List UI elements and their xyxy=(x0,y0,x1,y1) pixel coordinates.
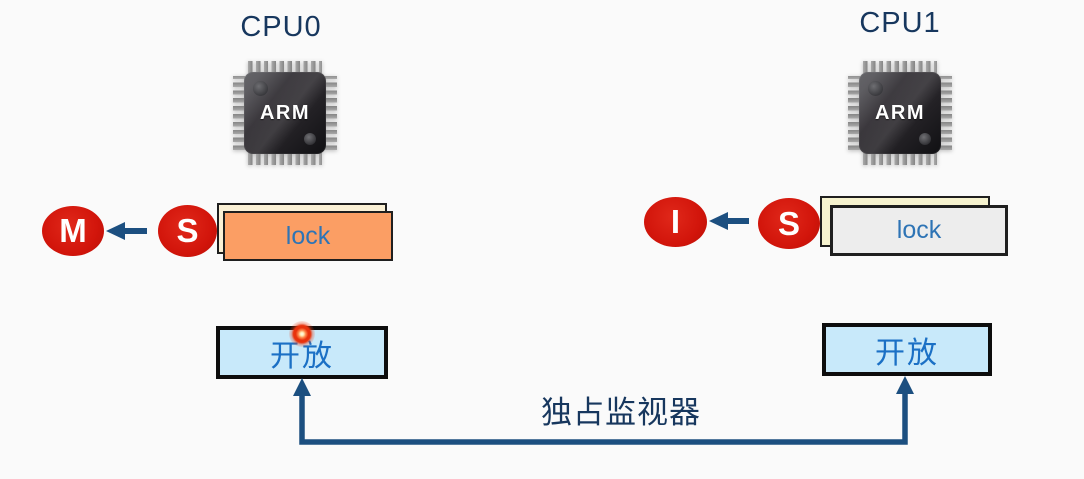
chip-body: ARM xyxy=(244,72,326,154)
laser-pointer-dot xyxy=(289,321,315,347)
chip-body: ARM xyxy=(859,72,941,154)
cpu1-state-before-label: S xyxy=(777,204,800,242)
chip-pins-left xyxy=(848,76,860,150)
chip-pin1-notch-icon xyxy=(253,81,268,96)
cpu0-state-after-badge: M xyxy=(42,206,104,256)
cpu0-state-before-label: S xyxy=(176,212,199,249)
cpu0-state-transition-arrow xyxy=(106,222,147,240)
cpu1-lock-card-front: lock xyxy=(830,205,1008,256)
cpu1-title: CPU1 xyxy=(859,7,941,39)
chip-pins-bottom xyxy=(863,153,937,165)
chip-pins-right xyxy=(325,76,337,150)
cpu1-monitor-state-box: 开放 xyxy=(822,323,992,376)
cpu0-arm-chip: ARM xyxy=(233,61,337,165)
cpu1-state-transition-arrow xyxy=(709,212,749,230)
cpu1-monitor-state-label: 开放 xyxy=(875,336,939,370)
arm-logo: ARM xyxy=(259,101,311,124)
chip-corner-dot-icon xyxy=(919,133,931,145)
connector-arrowhead-left xyxy=(293,378,311,396)
chip-corner-dot-icon xyxy=(304,133,316,145)
connector-arrowhead-right xyxy=(896,376,914,394)
arm-logo: ARM xyxy=(874,101,926,124)
cpu1-state-after-badge: I xyxy=(644,197,707,247)
cpu1-state-before-badge: S xyxy=(758,198,820,249)
chip-pins-top xyxy=(863,61,937,73)
cpu0-state-after-label: M xyxy=(59,212,87,249)
cpu0-lock-card-front: lock xyxy=(223,211,393,261)
cpu1-arm-chip: ARM xyxy=(848,61,952,165)
cpu1-state-after-label: I xyxy=(670,203,681,240)
cpu1-lock-label: lock xyxy=(896,216,942,244)
chip-pins-right xyxy=(940,76,952,150)
cpu0-title: CPU0 xyxy=(240,11,322,43)
chip-pins-left xyxy=(233,76,245,150)
chip-pin1-notch-icon xyxy=(868,81,883,96)
chip-pins-bottom xyxy=(248,153,322,165)
chip-pins-top xyxy=(248,61,322,73)
exclusive-monitor-label: 独占监视器 xyxy=(541,395,701,430)
cpu0-state-before-badge: S xyxy=(158,205,217,257)
cpu0-lock-label: lock xyxy=(285,221,331,250)
